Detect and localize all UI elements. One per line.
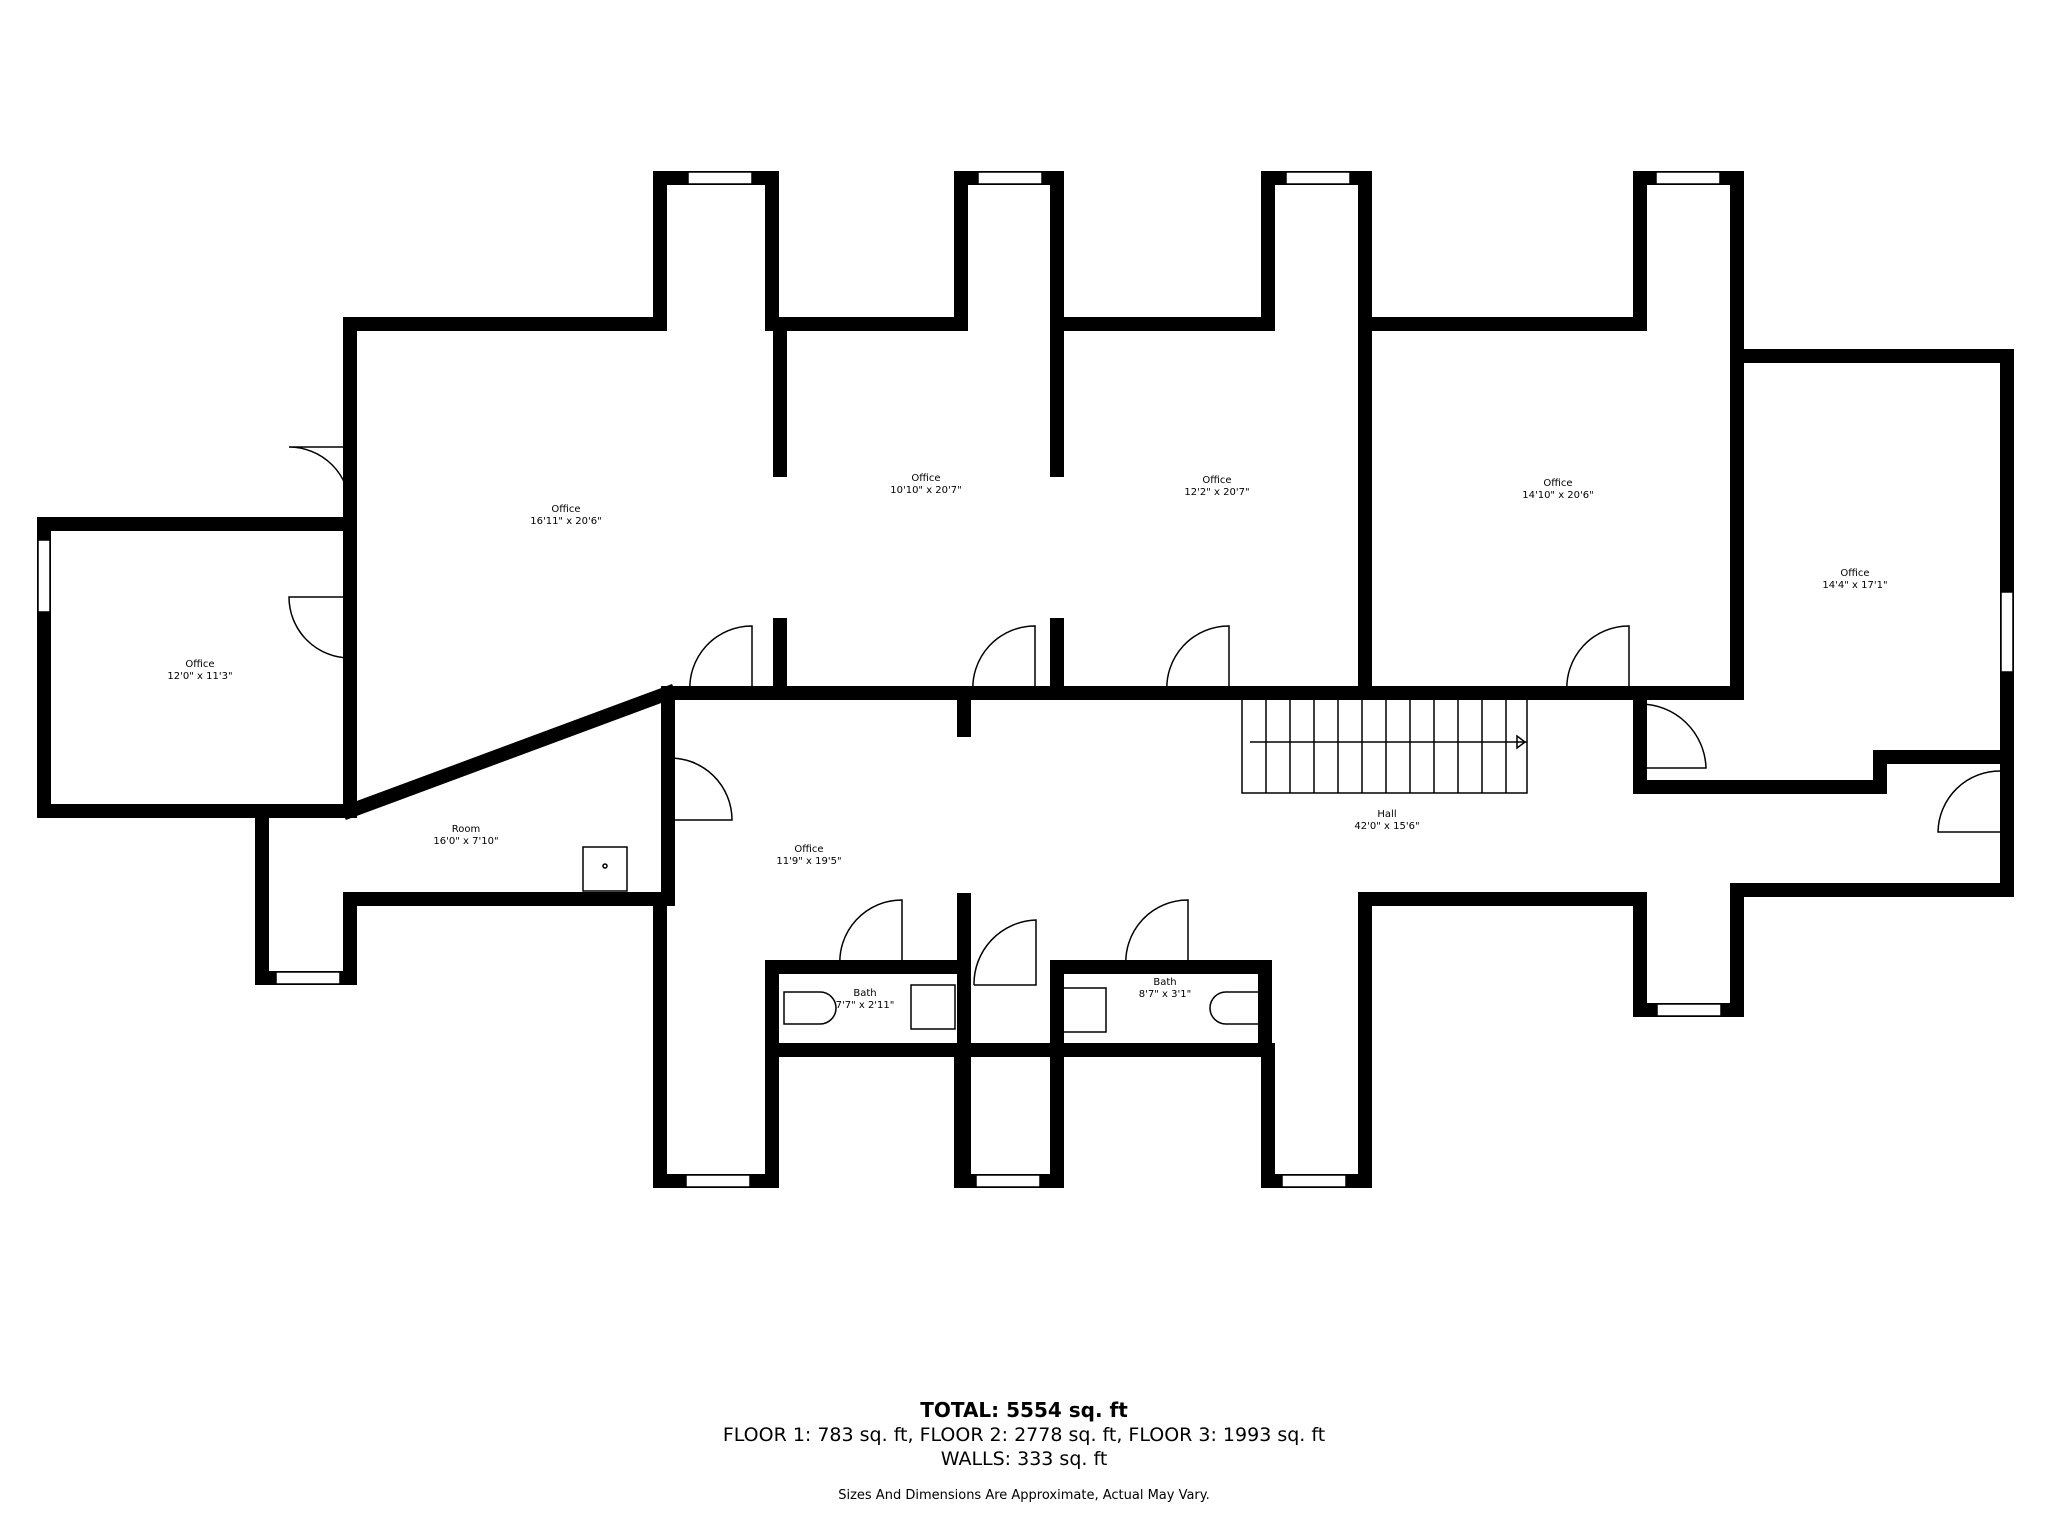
room-dimension: 42'0" x 15'6": [1354, 821, 1419, 832]
room-label: Room: [452, 824, 480, 835]
room-dimension: 16'11" x 20'6": [530, 516, 602, 527]
bath2-toilet: [1209, 991, 1263, 1025]
room-label: Bath: [853, 988, 876, 999]
room-label: Bath: [1153, 977, 1176, 988]
room-label: Office: [911, 473, 940, 484]
walls-area: WALLS: 333 sq. ft: [940, 1448, 1108, 1470]
total-area: TOTAL: 5554 sq. ft: [920, 1398, 1128, 1422]
room-dimension: 16'0" x 7'10": [433, 836, 498, 847]
windows: [37, 171, 2014, 1188]
room-dimension: 11'9" x 19'5": [776, 856, 841, 867]
room-label: Office: [185, 659, 214, 670]
room-dimension: 12'0" x 11'3": [167, 671, 232, 682]
room-label: Office: [1543, 478, 1572, 489]
room-dimension: 12'2" x 20'7": [1184, 487, 1249, 498]
fixtures: [582, 846, 1263, 1033]
walls: [37, 171, 2014, 1188]
room-dimension: 14'4" x 17'1": [1822, 580, 1887, 591]
room-label: Office: [794, 844, 823, 855]
bath1-sink: [910, 984, 956, 1030]
room-sink: [582, 846, 628, 892]
room-label: Office: [551, 504, 580, 515]
stairs: [1241, 696, 1528, 794]
room-dimension: 14'10" x 20'6": [1522, 490, 1594, 501]
bath2-sink: [1061, 987, 1107, 1033]
room-label: Office: [1202, 475, 1231, 486]
room-label: Office: [1840, 568, 1869, 579]
room-label: Hall: [1377, 809, 1396, 820]
room-dimension: 8'7" x 3'1": [1139, 989, 1191, 1000]
floor-areas: FLOOR 1: 783 sq. ft, FLOOR 2: 2778 sq. f…: [722, 1424, 1326, 1446]
room-labels: Office 12'0" x 11'3" Office 16'11" x 20'…: [167, 473, 1887, 1011]
room-dimension: 7'7" x 2'11": [836, 1000, 895, 1011]
doors: [288, 446, 2002, 986]
room-dimension: 10'10" x 20'7": [890, 485, 962, 496]
bath1-toilet: [783, 991, 837, 1025]
disclaimer: Sizes And Dimensions Are Approximate, Ac…: [838, 1488, 1210, 1503]
